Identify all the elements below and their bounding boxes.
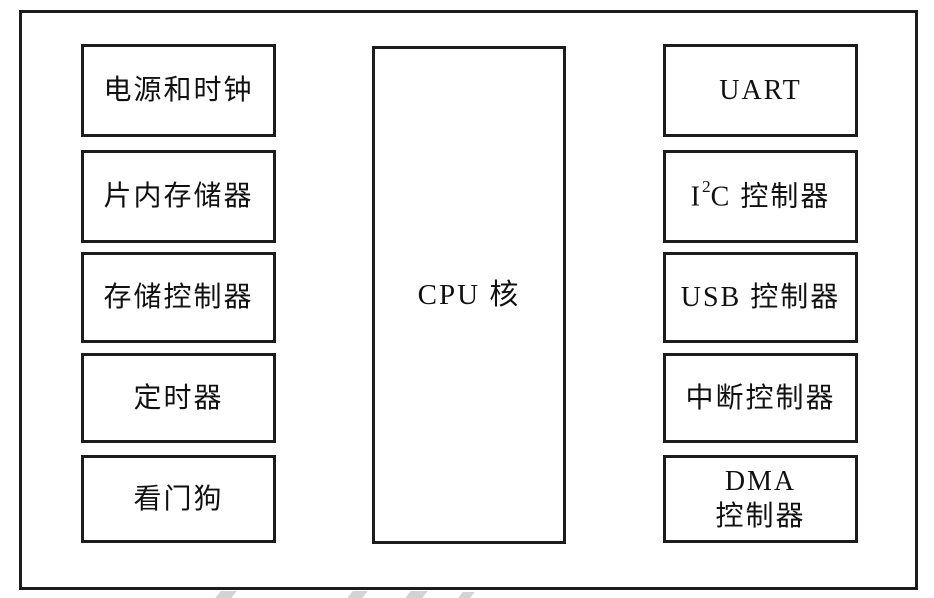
block-i2c-controller: I2C 控制器 <box>663 150 858 243</box>
block-uart: UART <box>663 44 858 137</box>
block-dma-controller: DMA 控制器 <box>663 455 858 543</box>
block-uart-label: UART <box>719 75 802 106</box>
i2c-label-suffix: C 控制器 <box>710 181 831 213</box>
block-cpu-core: CPU 核 <box>372 46 566 544</box>
block-timer-label: 定时器 <box>133 382 224 414</box>
watermark-smudge <box>457 592 475 598</box>
block-usb-controller: USB 控制器 <box>663 252 858 343</box>
block-on-chip-memory: 片内存储器 <box>81 150 276 243</box>
block-power-clock-label: 电源和时钟 <box>103 75 254 106</box>
i2c-label-prefix: I <box>690 181 702 213</box>
block-usb-controller-label: USB 控制器 <box>680 282 841 313</box>
block-interrupt-controller: 中断控制器 <box>663 353 858 443</box>
block-watchdog-label: 看门狗 <box>133 483 224 515</box>
watermark-smudge <box>405 591 428 598</box>
watermark-smudge <box>347 591 368 598</box>
block-memory-controller-label: 存储控制器 <box>103 282 254 313</box>
block-watchdog: 看门狗 <box>81 455 276 543</box>
block-timer: 定时器 <box>81 353 276 443</box>
block-interrupt-controller-label: 中断控制器 <box>685 382 836 414</box>
block-on-chip-memory-label: 片内存储器 <box>103 181 254 212</box>
block-power-clock: 电源和时钟 <box>81 44 276 137</box>
block-dma-controller-label: DMA 控制器 <box>715 466 806 532</box>
block-memory-controller: 存储控制器 <box>81 252 276 343</box>
block-i2c-controller-label: I2C 控制器 <box>685 177 837 214</box>
block-cpu-core-label: CPU 核 <box>417 278 521 311</box>
watermark-smudge <box>215 591 237 598</box>
i2c-label-superscript: 2 <box>701 177 711 197</box>
